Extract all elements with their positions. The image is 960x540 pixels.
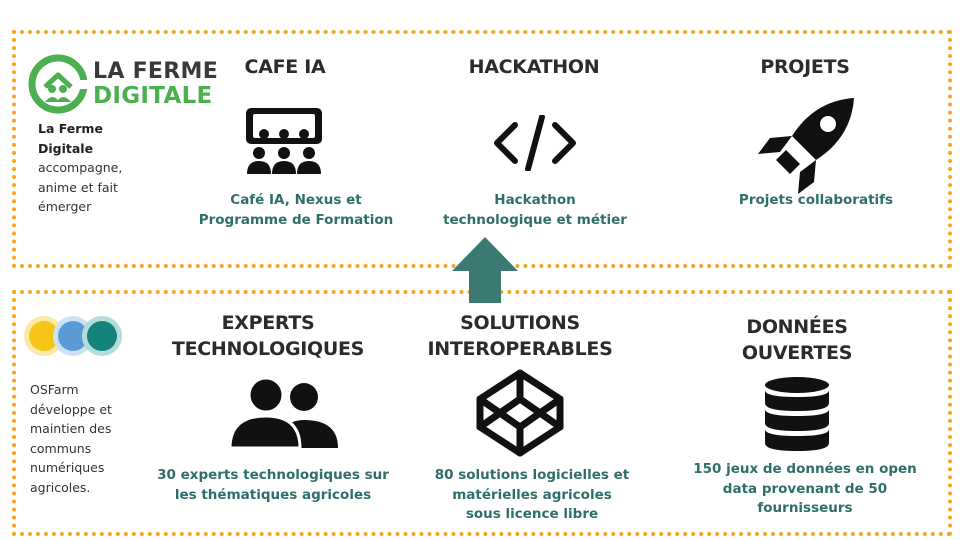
heading-line: OUVERTES	[741, 342, 853, 364]
desc-line: communs	[30, 440, 92, 456]
caption-line: data provenant de 50	[722, 480, 888, 497]
arrow-up-icon	[452, 237, 518, 303]
projets-heading: PROJETS	[760, 56, 850, 78]
hackathon-caption: Hackathon technologique et métier	[424, 191, 646, 230]
hackathon-heading: HACKATHON	[468, 56, 600, 78]
users-icon	[228, 378, 338, 448]
desc-line: anime et fait	[38, 179, 118, 195]
caption-line: sous licence libre	[465, 506, 599, 522]
osfarm-description: OSFarm développe et maintien des communs…	[30, 380, 140, 497]
caption-line: Hackathon	[494, 192, 576, 208]
donnees-caption: 150 jeux de données en open data provena…	[682, 460, 928, 519]
heading-line: TECHNOLOGIQUES	[171, 338, 365, 360]
code-icon	[494, 115, 576, 171]
caption-line: fournisseurs	[757, 500, 853, 516]
heading-line: SOLUTIONS	[460, 312, 580, 334]
experts-heading: EXPERTS TECHNOLOGIQUES	[155, 310, 381, 362]
caption-line: 150 jeux de données en open	[693, 461, 917, 477]
presentation-audience-icon	[246, 108, 322, 174]
logo-text-line2: DIGITALE	[93, 83, 213, 109]
projets-caption: Projets collaboratifs	[724, 191, 908, 211]
desc-line: Digitale	[38, 140, 94, 156]
heading-line: EXPERTS	[221, 312, 315, 334]
cafe-ia-caption: Café IA, Nexus et Programme de Formation	[180, 191, 412, 230]
experts-caption: 30 experts technologiques sur les thémat…	[150, 466, 396, 505]
solutions-heading: SOLUTIONS INTEROPERABLES	[412, 310, 628, 362]
caption-line: 30 experts technologiques sur	[157, 467, 389, 483]
desc-line: agricoles.	[30, 479, 91, 495]
donnees-heading: DONNÉES OUVERTES	[712, 314, 882, 366]
desc-line: numériques	[30, 460, 105, 475]
caption-line: Projets collaboratifs	[738, 192, 894, 208]
caption-line: les thématiques agricoles	[174, 486, 372, 503]
database-icon	[765, 377, 829, 451]
desc-line: OSFarm	[30, 382, 79, 397]
heading-line: DONNÉES	[746, 316, 848, 338]
desc-line: accompagne,	[38, 160, 123, 175]
desc-line: développe et	[30, 401, 112, 417]
teal-dot	[87, 321, 117, 351]
caption-line: matérielles agricoles	[452, 486, 612, 503]
heading-line: INTEROPERABLES	[427, 338, 613, 360]
caption-line: Café IA, Nexus et	[230, 192, 362, 208]
logo-text-line1: LA FERME	[93, 59, 219, 84]
rocket-icon	[758, 98, 854, 194]
solutions-caption: 80 solutions logicielles et matérielles …	[412, 466, 652, 525]
caption-line: 80 solutions logicielles et	[434, 467, 630, 483]
caption-line: technologique et métier	[443, 211, 627, 228]
ferme-digitale-logo-icon	[28, 54, 88, 114]
codepen-cube-icon	[476, 369, 564, 457]
desc-line: émerger	[38, 199, 92, 214]
cafe-ia-heading: CAFE IA	[244, 56, 326, 78]
desc-line: maintien des	[30, 421, 112, 436]
desc-line: La Ferme	[38, 121, 103, 136]
ferme-digitale-description: La Ferme Digitale accompagne, anime et f…	[38, 119, 143, 217]
caption-line: Programme de Formation	[198, 211, 394, 228]
